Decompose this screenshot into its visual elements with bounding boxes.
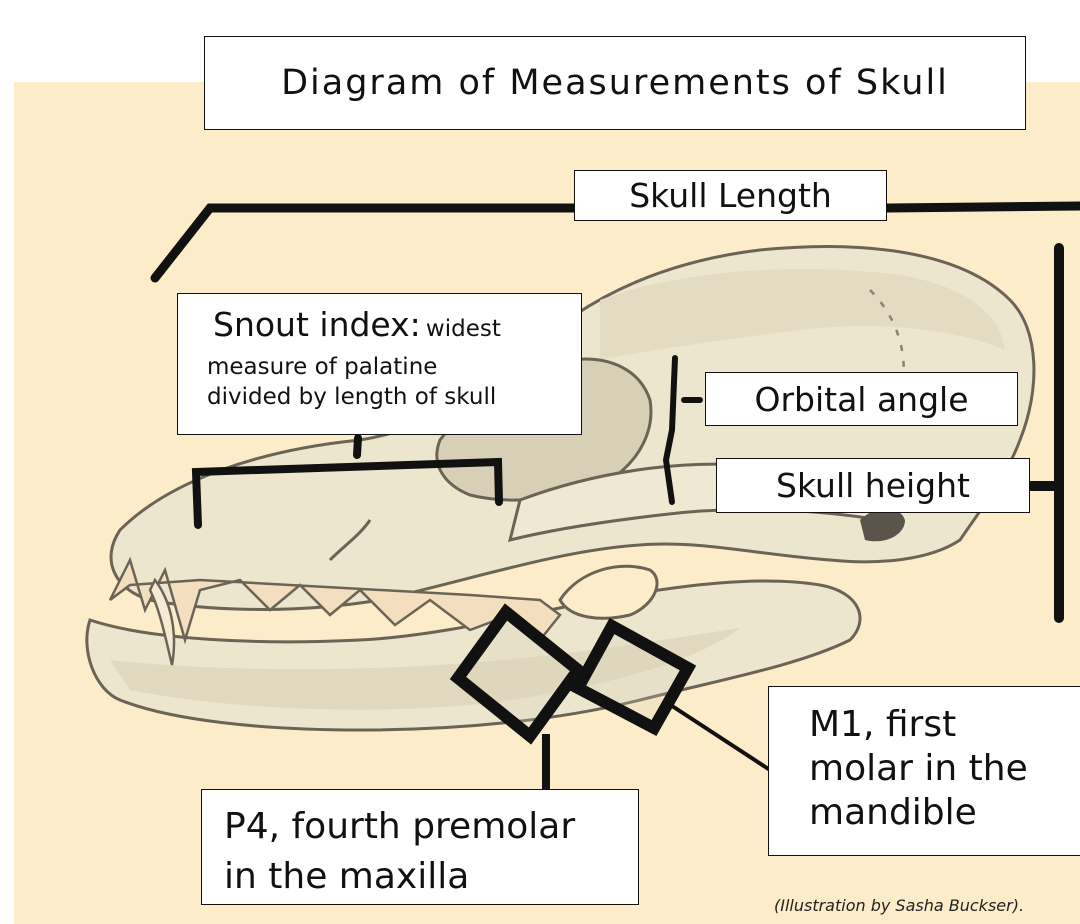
m1-label-line-2: molar in the [809, 747, 1080, 791]
snout-index-term: Snout index: [213, 305, 421, 344]
illustration-credit: (Illustration by Sasha Buckser). [774, 896, 1024, 915]
p4-label-line-1: P4, fourth premolar [224, 802, 638, 852]
skull-length-label: Skull Length [629, 176, 832, 215]
m1-label-box: M1, first molar in the mandible [768, 686, 1080, 856]
page-title: Diagram of Measurements of Skull [281, 63, 949, 103]
snout-index-desc-3: divided by length of skull [207, 382, 581, 412]
orbital-angle-label: Orbital angle [754, 380, 968, 419]
snout-index-desc-1: widest [426, 316, 501, 342]
p4-label-box: P4, fourth premolar in the maxilla [201, 789, 639, 905]
skull-height-label-box: Skull height [716, 458, 1030, 513]
m1-label-line-1: M1, first [809, 703, 1080, 747]
title-box: Diagram of Measurements of Skull [204, 36, 1026, 130]
orbital-angle-label-box: Orbital angle [705, 372, 1018, 426]
skull-length-label-box: Skull Length [574, 170, 887, 221]
snout-index-line-1: Snout index: widest [213, 304, 581, 352]
p4-label-line-2: in the maxilla [224, 852, 638, 902]
snout-index-label-box: Snout index: widest measure of palatine … [177, 293, 582, 435]
skull-height-label: Skull height [776, 466, 970, 505]
m1-label-line-3: mandible [809, 791, 1080, 835]
snout-index-desc-2: measure of palatine [207, 352, 581, 382]
